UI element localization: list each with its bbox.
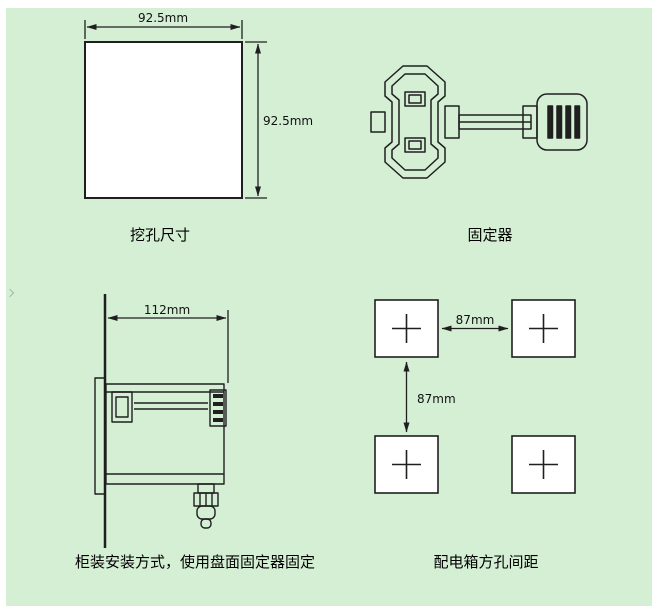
holes-caption: 配电箱方孔间距	[433, 553, 539, 571]
cable-gland	[193, 483, 219, 529]
cutout-height-dimension-arrow	[245, 41, 267, 199]
fixer-caption: 固定器	[467, 226, 513, 244]
horizontal-spacing-label: 87mm	[455, 313, 495, 327]
cutout-width-dimension-arrow	[84, 20, 243, 39]
square-holes	[374, 299, 576, 494]
cutout-width-label: 92.5mm	[137, 11, 189, 25]
hole-spacing-drawing	[374, 299, 576, 494]
vertical-spacing-label: 87mm	[417, 392, 456, 406]
cutout-caption: 挖孔尺寸	[129, 226, 190, 244]
cutout-drawing	[84, 20, 267, 199]
rear-terminal-block	[209, 389, 227, 427]
instrument-body-side-view	[94, 377, 225, 495]
depth-dimension-label: 112mm	[143, 303, 191, 317]
side-view-fixer-clamp	[111, 391, 208, 423]
cutout-square	[84, 41, 243, 199]
mount-drawing	[94, 294, 229, 548]
cutout-height-label: 92.5mm	[263, 114, 314, 128]
fixer-screw-arm	[444, 105, 538, 139]
fixer-clamp-body	[370, 65, 446, 179]
depth-dimension-arrow	[107, 310, 229, 383]
center-cross-icons	[392, 314, 558, 479]
mount-caption: 柜装安装方式，使用盘面固定器固定	[74, 553, 315, 571]
fixer-drawing	[370, 65, 588, 179]
fixer-knurled-knob	[536, 93, 588, 151]
